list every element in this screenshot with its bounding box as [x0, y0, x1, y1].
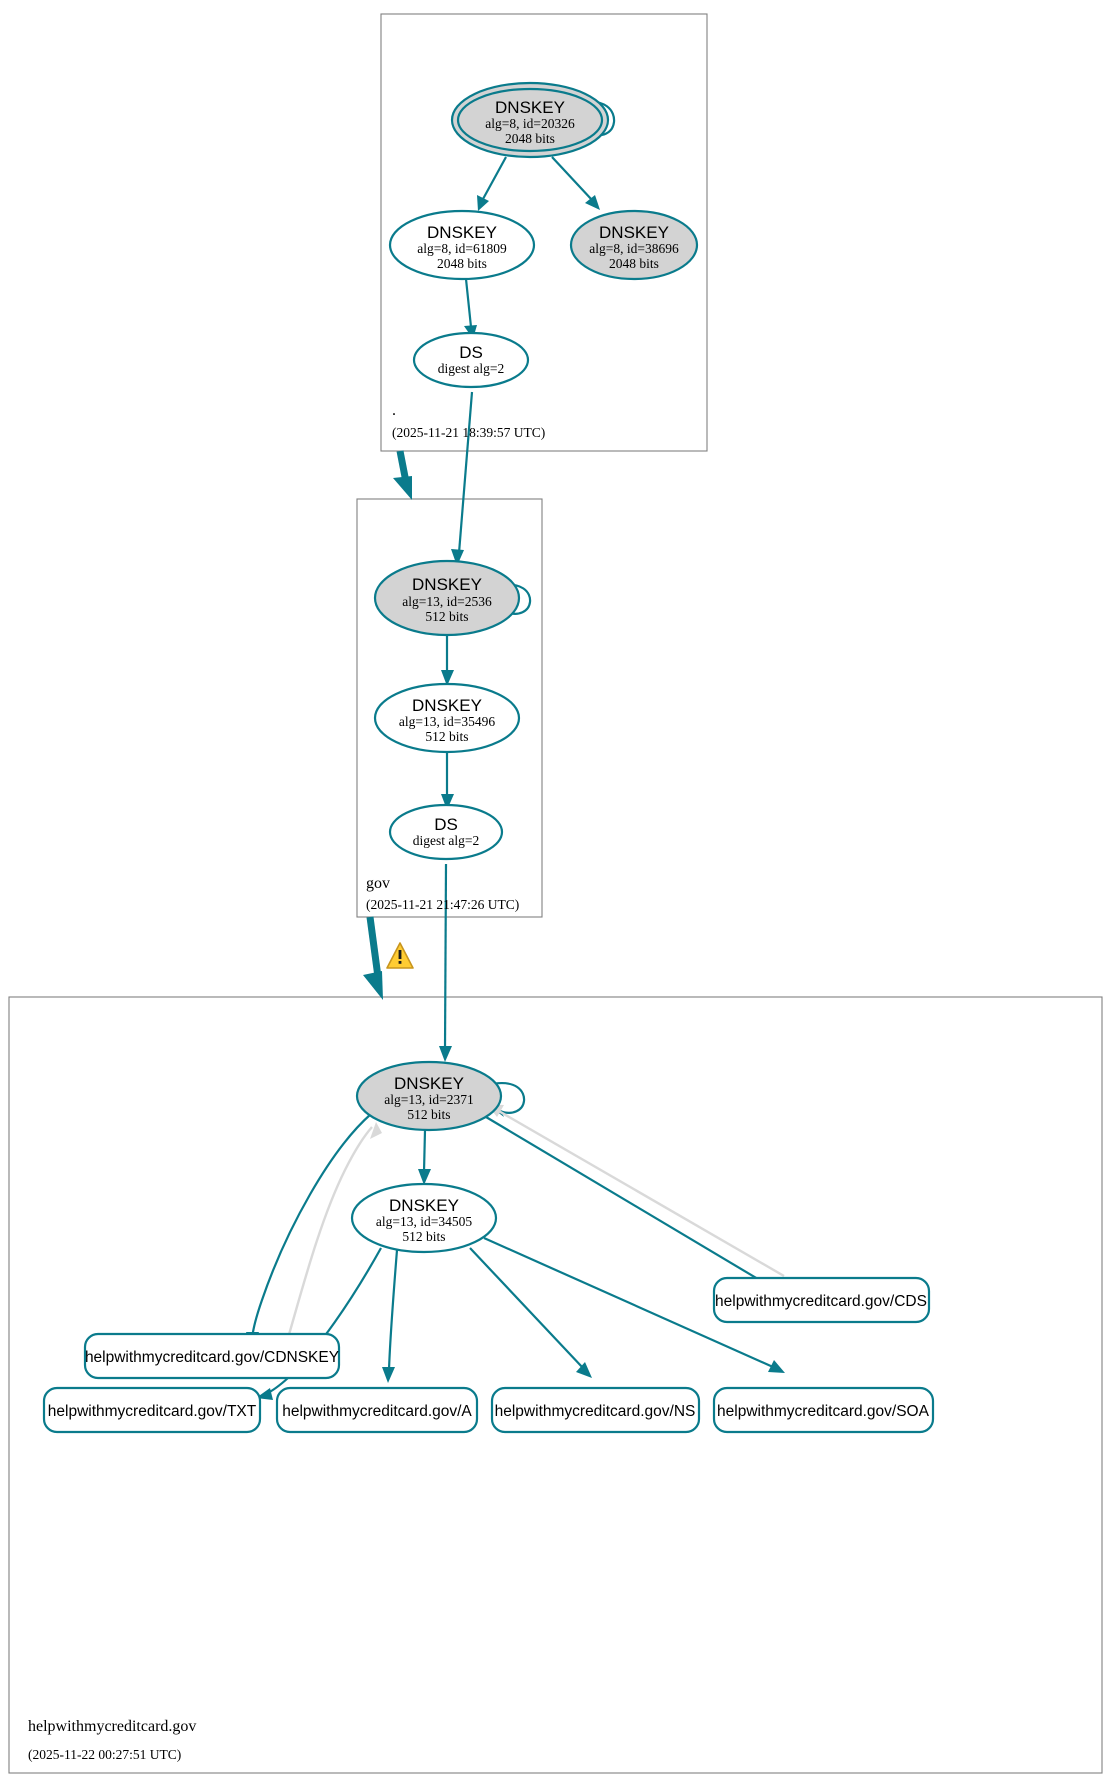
rrset-ns[interactable]: helpwithmycreditcard.gov/NS: [490, 1386, 701, 1434]
edge-leaf-ksk-self: [486, 1082, 526, 1114]
node-gov-zsk-line2: alg=13, id=35496: [399, 714, 495, 729]
edge-root-ksk-to-key3: [551, 156, 593, 201]
rrset-a[interactable]: helpwithmycreditcard.gov/A: [275, 1386, 479, 1434]
edge-root-ds-to-gov-ksk: [457, 391, 474, 554]
rrset-txt[interactable]: helpwithmycreditcard.gov/TXT: [42, 1386, 262, 1434]
zone-timestamp-gov: (2025-11-21 21:47:26 UTC): [366, 897, 519, 912]
node-root-key-38696[interactable]: DNSKEY alg=8, id=38696 2048 bits: [569, 209, 699, 281]
edge-leaf-ksk-to-cdnskey: [250, 1113, 372, 1343]
zone-timestamp-leaf: (2025-11-22 00:27:51 UTC): [28, 1747, 181, 1762]
edge-leaf-zsk-to-a-arrow: [382, 1367, 395, 1383]
rrset-soa-label: helpwithmycreditcard.gov/SOA: [717, 1403, 930, 1420]
node-root-key-38696-line2: alg=8, id=38696: [589, 241, 679, 256]
node-root-key-38696-line3: 2048 bits: [609, 256, 659, 271]
node-gov-zsk-line3: 512 bits: [425, 729, 468, 744]
edge-root-ksk-to-zsk-arrow: [477, 195, 489, 211]
node-gov-ds-line2: digest alg=2: [413, 833, 479, 848]
node-gov-ds-title: DS: [434, 815, 458, 834]
zone-label-root: .: [392, 402, 396, 419]
rrset-cds[interactable]: helpwithmycreditcard.gov/CDS: [712, 1276, 931, 1324]
rrset-cds-label: helpwithmycreditcard.gov/CDS: [715, 1293, 927, 1310]
zone-timestamp-root: (2025-11-21 18:39:57 UTC): [392, 425, 545, 440]
rrset-soa[interactable]: helpwithmycreditcard.gov/SOA: [712, 1386, 935, 1434]
node-root-ds-line2: digest alg=2: [438, 361, 504, 376]
node-leaf-zsk-line3: 512 bits: [402, 1229, 445, 1244]
rrset-ns-label: helpwithmycreditcard.gov/NS: [495, 1403, 696, 1420]
edge-root-ksk-to-zsk: [482, 156, 507, 200]
zone-label-leaf: helpwithmycreditcard.gov: [28, 1718, 196, 1735]
edge-cdnskey-to-ksk-insecure-arrow: [370, 1122, 382, 1139]
node-leaf-zsk-title: DNSKEY: [389, 1196, 459, 1215]
rrset-cdnskey[interactable]: helpwithmycreditcard.gov/CDNSKEY: [83, 1332, 341, 1380]
edge-leaf-ksk-to-zsk: [422, 1129, 427, 1173]
node-root-ds-title: DS: [459, 343, 483, 362]
zone-box-gov: [356, 498, 543, 918]
node-gov-zsk[interactable]: DNSKEY alg=13, id=35496 512 bits: [373, 682, 521, 754]
node-gov-zsk-title: DNSKEY: [412, 696, 482, 715]
edge-gov-ds-to-leaf-ksk-arrow: [439, 1046, 452, 1062]
rrset-a-label: helpwithmycreditcard.gov/A: [282, 1403, 472, 1420]
node-leaf-ksk-line2: alg=13, id=2371: [384, 1092, 473, 1107]
edge-root-ksk-to-key3-arrow: [585, 195, 600, 210]
edge-gov-zsk-to-ds-arrow: [441, 794, 454, 810]
edge-root-ds-to-gov-ksk-arrow: [451, 549, 464, 566]
edge-leaf-zsk-to-ns-arrow: [576, 1362, 592, 1378]
node-root-ksk-line3: 2048 bits: [505, 131, 555, 146]
edge-gov-ksk-to-zsk-arrow: [441, 670, 454, 686]
edge-gov-to-leaf-delegation-arrow: [363, 971, 383, 1000]
edge-leaf-zsk-to-soa: [483, 1236, 774, 1369]
warning-triangle-icon: [386, 942, 414, 969]
node-gov-ds[interactable]: DS digest alg=2: [388, 803, 504, 861]
edge-leaf-zsk-to-ns: [469, 1247, 584, 1369]
node-root-zsk-title: DNSKEY: [427, 223, 497, 242]
node-leaf-ksk-title: DNSKEY: [394, 1074, 464, 1093]
node-root-zsk-line3: 2048 bits: [437, 256, 487, 271]
zone-box-root: [380, 13, 708, 452]
node-root-ds[interactable]: DS digest alg=2: [412, 331, 530, 389]
edge-leaf-ksk-to-zsk-arrow: [418, 1169, 431, 1185]
edge-leaf-zsk-to-soa-arrow: [768, 1360, 785, 1373]
node-leaf-ksk-line3: 512 bits: [407, 1107, 450, 1122]
node-leaf-zsk[interactable]: DNSKEY alg=13, id=34505 512 bits: [350, 1182, 498, 1254]
node-root-key-38696-title: DNSKEY: [599, 223, 669, 242]
rrset-cdnskey-label: helpwithmycreditcard.gov/CDNSKEY: [85, 1349, 339, 1366]
node-gov-ksk-line2: alg=13, id=2536: [402, 594, 492, 609]
node-leaf-ksk[interactable]: DNSKEY alg=13, id=2371 512 bits: [355, 1060, 503, 1132]
node-gov-ksk-line3: 512 bits: [425, 609, 468, 624]
edge-leaf-zsk-to-a: [387, 1249, 399, 1371]
edge-gov-to-leaf-delegation: [366, 916, 382, 978]
zone-box-leaf: [8, 996, 1103, 1774]
node-root-ksk[interactable]: DNSKEY alg=8, id=20326 2048 bits: [450, 81, 610, 159]
node-leaf-zsk-line2: alg=13, id=34505: [376, 1214, 472, 1229]
node-root-ksk-title: DNSKEY: [495, 98, 565, 117]
edge-root-to-gov-delegation-arrow: [393, 476, 412, 500]
edge-gov-ds-to-leaf-ksk: [443, 863, 448, 1050]
edge-cds-to-ksk-insecure: [496, 1108, 785, 1278]
edge-cdnskey-to-ksk-insecure: [286, 1126, 373, 1339]
edge-leaf-ksk-to-cds: [485, 1116, 769, 1286]
node-root-zsk[interactable]: DNSKEY alg=8, id=61809 2048 bits: [388, 209, 536, 281]
node-root-ksk-line2: alg=8, id=20326: [485, 116, 575, 131]
rrset-txt-label: helpwithmycreditcard.gov/TXT: [48, 1403, 257, 1420]
node-gov-ksk[interactable]: DNSKEY alg=13, id=2536 512 bits: [373, 559, 521, 637]
edge-root-zsk-to-ds: [464, 278, 473, 328]
zone-label-gov: gov: [366, 875, 390, 892]
node-gov-ksk-title: DNSKEY: [412, 575, 482, 594]
node-root-zsk-line2: alg=8, id=61809: [417, 241, 507, 256]
